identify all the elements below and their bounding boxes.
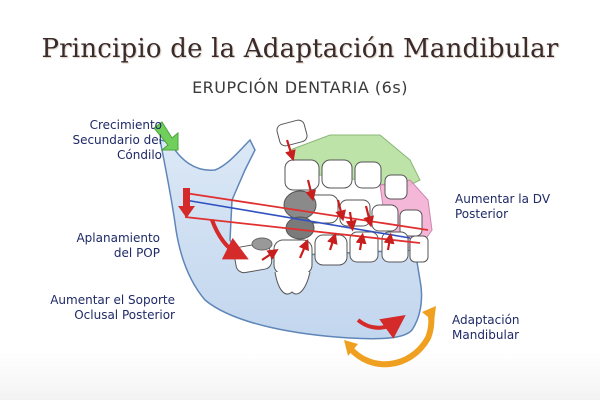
label-crecimiento: Crecimiento Secundario del Cóndilo [72,118,162,162]
page-title: Principio de la Adaptación Mandibular [41,34,559,64]
chin-red-arrow [356,314,406,339]
ramus-down-arrow [178,188,195,218]
condyle-green-arrow [153,121,179,151]
molar-back-gray [251,237,273,251]
occlusal-line-blue [184,199,411,239]
aplanamiento-curved-arrow [210,219,249,260]
orange-arrowhead-top [422,306,436,322]
occlusal-line-red-upper [184,192,429,231]
page-subtitle: ERUPCIÓN DENTARIA (6s) [192,78,408,97]
tooth-force-arrows [261,139,395,261]
orange-arrowhead-bottom [344,340,358,356]
label-adaptacion: Adaptación Mandibular [452,313,520,342]
label-aplanamiento: Aplanamiento del POP [76,231,160,260]
label-soporte: Aumentar el Soporte Oclusal Posterior [50,293,175,322]
label-dv: Aumentar la DV Posterior [455,192,551,221]
occlusal-line-red-lower [184,216,421,244]
